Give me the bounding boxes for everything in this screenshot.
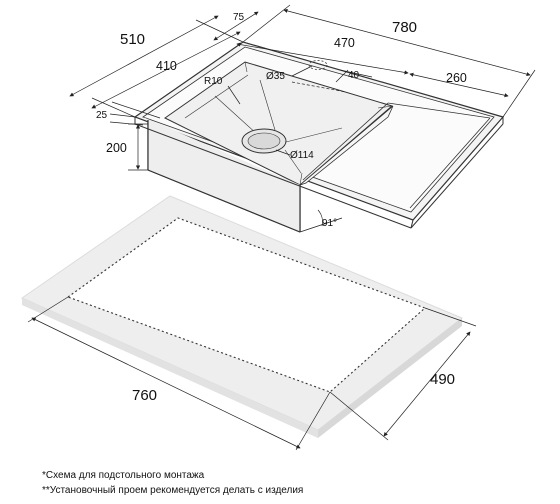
note-mounting-scheme: *Схема для подстольного монтажа [42, 470, 205, 481]
dim-75: 75 [233, 12, 245, 23]
dim-410: 410 [156, 59, 177, 73]
dim-780: 780 [392, 19, 417, 36]
countertop [20, 195, 463, 438]
drainboard [299, 105, 394, 186]
dim-200: 200 [106, 141, 127, 155]
dim-d35: Ø35 [266, 71, 285, 82]
dim-470: 470 [334, 36, 355, 50]
dim-25: 25 [96, 110, 108, 121]
dim-r10: R10 [204, 76, 223, 87]
sink-dimension-lines [69, 4, 536, 233]
dim-d114: Ø114 [290, 150, 314, 161]
dim-490: 490 [430, 371, 455, 388]
dim-760: 760 [132, 387, 157, 404]
note-cutout-recommendation: **Установочный проем рекомендуется делат… [42, 485, 304, 496]
dim-91-angle: 91° [322, 218, 337, 229]
dim-40: 40 [348, 70, 360, 81]
dim-510: 510 [120, 31, 145, 48]
dim-260: 260 [446, 71, 467, 85]
countertop-dimension-lines [27, 296, 477, 451]
